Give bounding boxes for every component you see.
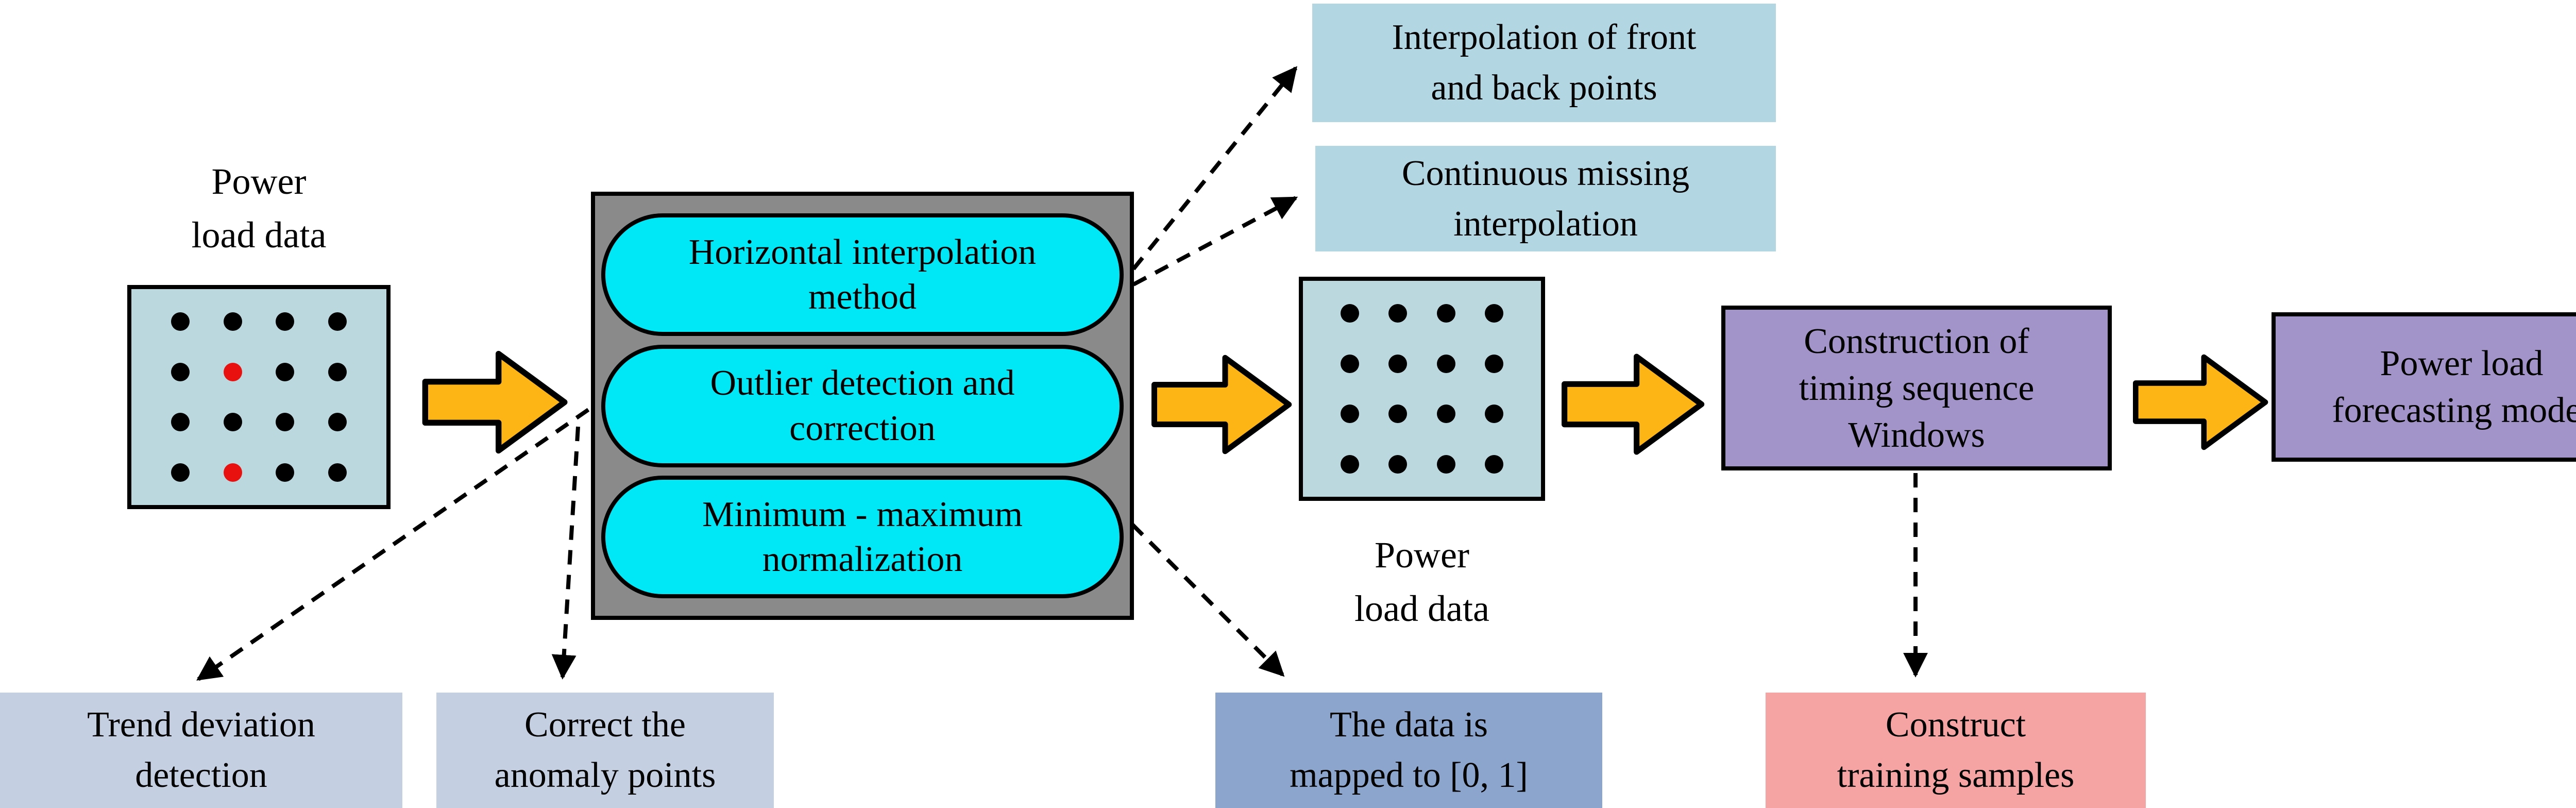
step-horizontal-interpolation-line2: method (808, 277, 917, 317)
data-dot (1485, 405, 1504, 424)
data-dot (1340, 354, 1359, 373)
step-outlier-detection-line1: Outlier detection and (710, 363, 1015, 403)
power-load-data-label-1-line2: load data (191, 214, 327, 256)
box-construct-training: Construct training samples (1766, 693, 2146, 808)
connector-to-interpolation-front-back (1131, 66, 1298, 271)
data-dot (171, 463, 190, 482)
step-horizontal-interpolation: Horizontal interpolation method (601, 213, 1124, 336)
data-dot (1436, 354, 1455, 373)
flow-arrow-1 (422, 350, 568, 454)
data-dot (171, 362, 190, 381)
box-trend-deviation-line1: Trend deviation (87, 705, 315, 745)
box-forecasting-model: Power load forecasting model (2272, 312, 2576, 462)
power-load-data-label-2-line2: load data (1354, 588, 1489, 630)
data-dot (1340, 405, 1359, 424)
connector-to-correct-anomaly (551, 426, 580, 680)
flow-arrow-3 (1562, 354, 1705, 455)
step-minmax-normalization-line1: Minimum - maximum (702, 494, 1023, 534)
data-dot (1388, 304, 1408, 323)
box-correct-anomaly-line1: Correct the (524, 705, 686, 745)
flow-arrow-4 (2133, 354, 2268, 450)
data-dot (1436, 304, 1455, 323)
box-continuous-missing-line2: interpolation (1453, 204, 1638, 244)
power-load-data-label-2: Power load data (1299, 528, 1545, 636)
data-dot (1340, 304, 1359, 323)
step-horizontal-interpolation-line1: Horizontal interpolation (688, 232, 1037, 272)
data-dot (328, 362, 347, 381)
box-trend-deviation-line2: detection (135, 755, 267, 795)
step-outlier-detection-line2: correction (789, 408, 936, 448)
power-load-data-label-1: Power load data (127, 155, 391, 262)
box-interpolation-front-back-line1: Interpolation of front (1392, 18, 1697, 57)
data-dot (1388, 405, 1408, 424)
data-dot (276, 362, 295, 381)
box-correct-anomaly-line2: anomaly points (494, 755, 716, 795)
flow-arrow-2 (1151, 355, 1292, 454)
data-dot (1388, 354, 1408, 373)
power-load-data-label-2-line1: Power (1375, 534, 1469, 576)
data-dot (276, 463, 295, 482)
data-dot (171, 312, 190, 331)
data-dot (223, 413, 242, 432)
data-dot (223, 312, 242, 331)
box-data-mapped: The data is mapped to [0, 1] (1215, 693, 1602, 808)
data-dot (328, 312, 347, 331)
box-continuous-missing: Continuous missing interpolation (1315, 146, 1776, 251)
anomaly-dot (223, 463, 242, 482)
data-dot (1436, 405, 1455, 424)
box-construct-training-line1: Construct (1885, 705, 2026, 745)
box-continuous-missing-line1: Continuous missing (1401, 153, 1690, 193)
data-dot (276, 413, 295, 432)
data-dot (1485, 455, 1504, 474)
data-dot (1436, 455, 1455, 474)
box-data-mapped-line2: mapped to [0, 1] (1290, 755, 1528, 795)
raw-data-dot-grid (127, 285, 391, 509)
clean-data-dot-grid (1299, 277, 1545, 501)
box-forecasting-model-line2: forecasting model (2332, 391, 2576, 430)
data-dot (328, 413, 347, 432)
data-dot (1340, 455, 1359, 474)
step-minmax-normalization-line2: normalization (762, 540, 963, 579)
data-dot (276, 312, 295, 331)
connector-to-data-mapped (1131, 523, 1285, 677)
data-dot (1485, 304, 1504, 323)
box-timing-windows: Construction of timing sequence Windows (1721, 306, 2112, 470)
data-dot (1485, 354, 1504, 373)
data-dot (171, 413, 190, 432)
anomaly-dot (223, 362, 242, 381)
box-construct-training-line2: training samples (1837, 755, 2075, 795)
box-interpolation-front-back: Interpolation of front and back points (1312, 4, 1776, 122)
box-data-mapped-line1: The data is (1329, 705, 1488, 745)
step-outlier-detection: Outlier detection and correction (601, 344, 1124, 467)
box-timing-windows-line1: Construction of (1804, 321, 2029, 361)
preprocessing-container: Horizontal interpolation method Outlier … (591, 192, 1134, 620)
box-timing-windows-line3: Windows (1848, 415, 1985, 455)
power-load-data-label-1-line1: Power (211, 161, 307, 202)
data-dot (1388, 455, 1408, 474)
data-dot (328, 463, 347, 482)
box-interpolation-front-back-line2: and back points (1431, 68, 1657, 108)
box-timing-windows-line2: timing sequence (1799, 368, 2035, 408)
step-minmax-normalization: Minimum - maximum normalization (601, 476, 1124, 598)
box-trend-deviation: Trend deviation detection (0, 693, 402, 808)
connector-to-continuous-missing (1132, 196, 1298, 287)
box-correct-anomaly: Correct the anomaly points (436, 693, 774, 808)
box-forecasting-model-line1: Power load (2380, 344, 2544, 383)
